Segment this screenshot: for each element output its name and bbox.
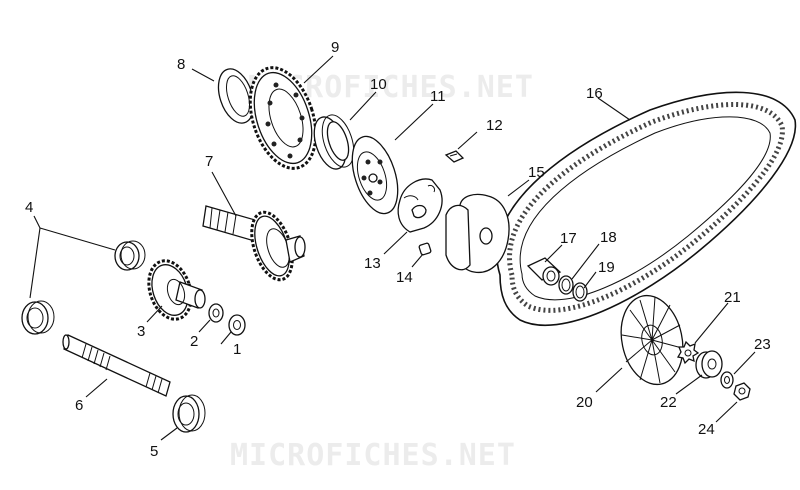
part-22-nut-plate xyxy=(695,350,723,379)
label-3: 3 xyxy=(137,323,145,340)
part-23-washer xyxy=(720,371,734,389)
label-12: 12 xyxy=(486,117,503,134)
label-1: 1 xyxy=(233,341,241,358)
label-6: 6 xyxy=(75,397,83,414)
part-24-nut xyxy=(733,382,751,401)
part-10-clutch-ring xyxy=(313,114,355,170)
part-6-splined-shaft xyxy=(62,334,171,397)
label-9: 9 xyxy=(331,39,339,56)
part-11-plate xyxy=(351,135,399,215)
label-17: 17 xyxy=(560,230,577,247)
part-3-gear xyxy=(147,259,206,321)
part-5-bearing xyxy=(172,394,206,433)
part-4-bearing-lower xyxy=(21,300,55,335)
callout-labels: 1 2 3 4 5 6 7 8 9 10 11 12 13 14 15 16 1… xyxy=(25,39,771,460)
label-16: 16 xyxy=(586,85,603,102)
part-20-fan-pulley xyxy=(620,294,684,386)
label-11: 11 xyxy=(430,88,446,105)
part-14-roller xyxy=(418,242,432,256)
label-15: 15 xyxy=(528,164,545,181)
label-18: 18 xyxy=(600,229,617,246)
label-7: 7 xyxy=(205,153,213,170)
watermark-bottom: MICROFICHES.NET xyxy=(230,438,516,473)
label-5: 5 xyxy=(150,443,158,460)
part-2-washer xyxy=(208,303,224,323)
part-21-star-washer xyxy=(676,340,700,365)
part-17-bushing xyxy=(526,257,562,286)
part-4-bearing-upper xyxy=(114,240,146,271)
part-19-o-ring xyxy=(572,282,588,302)
part-12-slider xyxy=(444,150,465,163)
label-2: 2 xyxy=(190,333,198,350)
label-24: 24 xyxy=(698,421,715,438)
label-14: 14 xyxy=(396,269,413,286)
label-4: 4 xyxy=(25,199,33,216)
part-1-washer xyxy=(228,314,246,336)
part-9-ring-gear xyxy=(248,66,318,170)
part-7-gear-shaft xyxy=(202,205,306,282)
leader-lines xyxy=(29,55,756,441)
label-8: 8 xyxy=(177,56,185,73)
label-20: 20 xyxy=(576,394,593,411)
part-15-half-pulley xyxy=(445,193,510,274)
part-13-ramp-plate xyxy=(397,178,443,233)
part-16-drive-belt xyxy=(496,91,797,326)
label-22: 22 xyxy=(660,394,677,411)
part-18-o-ring xyxy=(558,275,574,295)
label-10: 10 xyxy=(370,76,387,93)
label-13: 13 xyxy=(364,255,381,272)
label-19: 19 xyxy=(598,259,615,276)
label-23: 23 xyxy=(754,336,771,353)
label-21: 21 xyxy=(724,289,741,306)
